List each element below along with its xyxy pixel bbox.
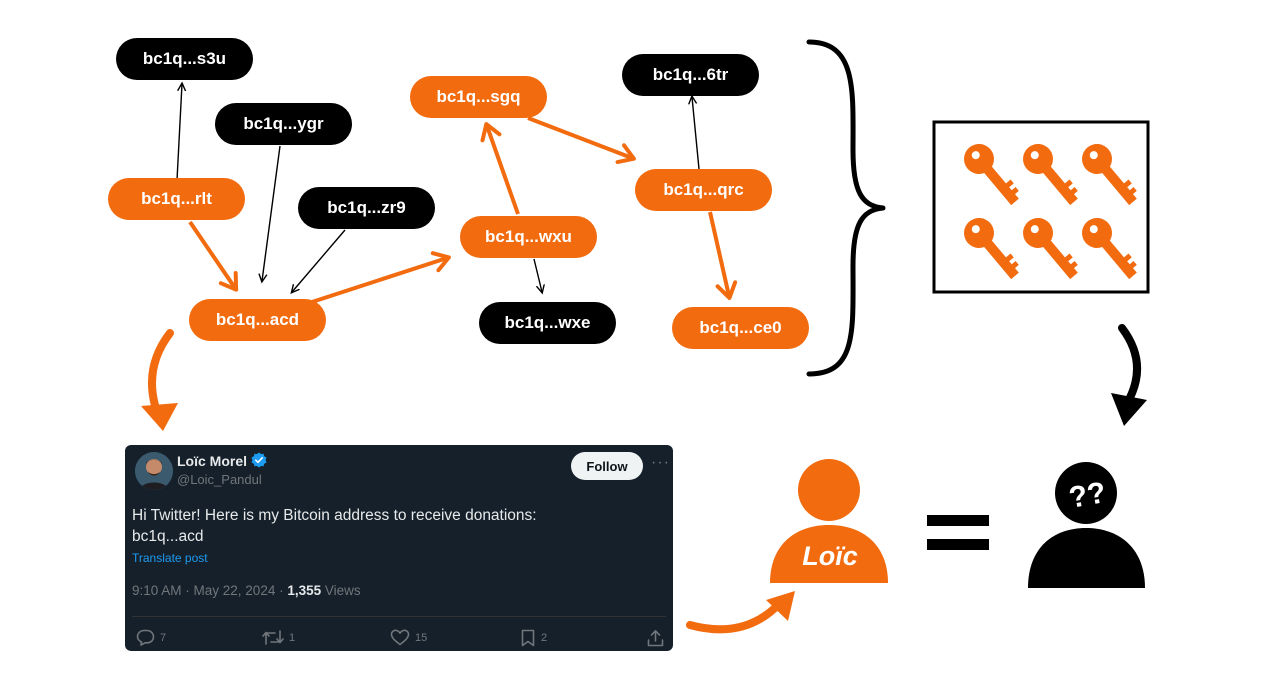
edge-ygr-acd bbox=[262, 145, 281, 281]
edge-acd-wxu bbox=[311, 251, 451, 304]
edge-wxu-wxe bbox=[533, 258, 542, 292]
question-marks-icon: ?? bbox=[1067, 476, 1109, 515]
equals-sign-bottom bbox=[927, 539, 989, 550]
unknown-person-body bbox=[1028, 528, 1145, 588]
reply-icon bbox=[136, 629, 155, 646]
tweet-card: Loïc Morel @Loic_Pandul Follow ··· Hi Tw… bbox=[125, 445, 673, 651]
tweet-divider bbox=[132, 616, 666, 617]
address-node-zr9: bc1q...zr9 bbox=[298, 187, 435, 229]
edge-rlt-acd bbox=[188, 220, 239, 292]
address-node-rlt: bc1q...rlt bbox=[108, 178, 245, 220]
keys-grid bbox=[964, 144, 1137, 280]
like-button[interactable]: 15 bbox=[390, 629, 427, 646]
heart-icon bbox=[390, 629, 410, 646]
tweet-metadata: 9:10 AM · May 22, 2024 · 1,355 Views bbox=[132, 583, 361, 598]
key-icon bbox=[1082, 144, 1137, 206]
key-icon bbox=[964, 218, 1019, 280]
address-node-ygr: bc1q...ygr bbox=[215, 103, 352, 145]
address-node-qrc: bc1q...qrc bbox=[635, 169, 772, 211]
tweet-views-label: Views bbox=[321, 583, 361, 598]
tweet-timestamp[interactable]: 9:10 AM · May 22, 2024 · bbox=[132, 583, 288, 598]
address-node-6tr: bc1q...6tr bbox=[622, 54, 759, 96]
address-node-ce0: bc1q...ce0 bbox=[672, 307, 809, 349]
arrow-keys-to-unknown-head bbox=[1111, 393, 1147, 426]
address-node-acd: bc1q...acd bbox=[189, 299, 326, 341]
more-options-icon[interactable]: ··· bbox=[651, 454, 670, 471]
edge-qrc-6tr bbox=[692, 97, 700, 170]
loic-person-body bbox=[770, 525, 888, 583]
edge-rlt-s3u bbox=[176, 84, 182, 181]
edge-wxu-sgq bbox=[480, 122, 520, 215]
curly-brace bbox=[806, 39, 886, 377]
verified-badge-icon bbox=[251, 452, 267, 473]
loic-person-label: Loïc bbox=[802, 541, 858, 571]
tweet-text: Hi Twitter! Here is my Bitcoin address t… bbox=[132, 505, 652, 547]
address-node-s3u: bc1q...s3u bbox=[116, 38, 253, 80]
reply-count: 7 bbox=[160, 631, 167, 644]
key-icon bbox=[1023, 144, 1078, 206]
arrow-acd-to-tweet-head bbox=[141, 403, 178, 431]
tweet-author-handle[interactable]: @Loic_Pandul bbox=[177, 472, 262, 487]
tweet-views-count: 1,355 bbox=[287, 583, 322, 598]
arrow-tweet-to-loic bbox=[686, 599, 784, 634]
edge-sgq-qrc bbox=[527, 116, 636, 165]
bookmark-count: 2 bbox=[541, 632, 548, 644]
bookmark-button[interactable]: 2 bbox=[520, 629, 547, 647]
loic-person-head bbox=[798, 459, 860, 521]
share-button[interactable] bbox=[647, 629, 664, 647]
translate-post-link[interactable]: Translate post bbox=[132, 551, 208, 565]
equals-sign-top bbox=[927, 515, 989, 526]
share-icon bbox=[647, 629, 664, 647]
unknown-person-head bbox=[1055, 462, 1117, 524]
avatar[interactable] bbox=[135, 452, 173, 490]
arrow-keys-to-unknown bbox=[1118, 324, 1141, 409]
tweet-text-line-2: bc1q...acd bbox=[132, 528, 204, 545]
edge-qrc-ce0 bbox=[708, 211, 738, 300]
reply-button[interactable]: 7 bbox=[136, 629, 166, 646]
tweet-text-line-1: Hi Twitter! Here is my Bitcoin address t… bbox=[132, 507, 537, 524]
edge-zr9-acd bbox=[292, 229, 346, 292]
tweet-author-name[interactable]: Loïc Morel bbox=[177, 453, 248, 469]
key-icon bbox=[1082, 218, 1137, 280]
repost-icon bbox=[262, 629, 284, 646]
repost-count: 1 bbox=[289, 631, 296, 644]
address-node-sgq: bc1q...sgq bbox=[410, 76, 547, 118]
arrow-tweet-to-loic-head bbox=[766, 591, 795, 621]
address-node-wxe: bc1q...wxe bbox=[479, 302, 616, 344]
follow-button[interactable]: Follow bbox=[571, 452, 643, 480]
key-icon bbox=[964, 144, 1019, 206]
bookmark-icon bbox=[520, 629, 536, 647]
key-icon bbox=[1023, 218, 1078, 280]
repost-button[interactable]: 1 bbox=[262, 629, 295, 646]
like-count: 15 bbox=[415, 631, 428, 644]
address-node-wxu: bc1q...wxu bbox=[460, 216, 597, 258]
